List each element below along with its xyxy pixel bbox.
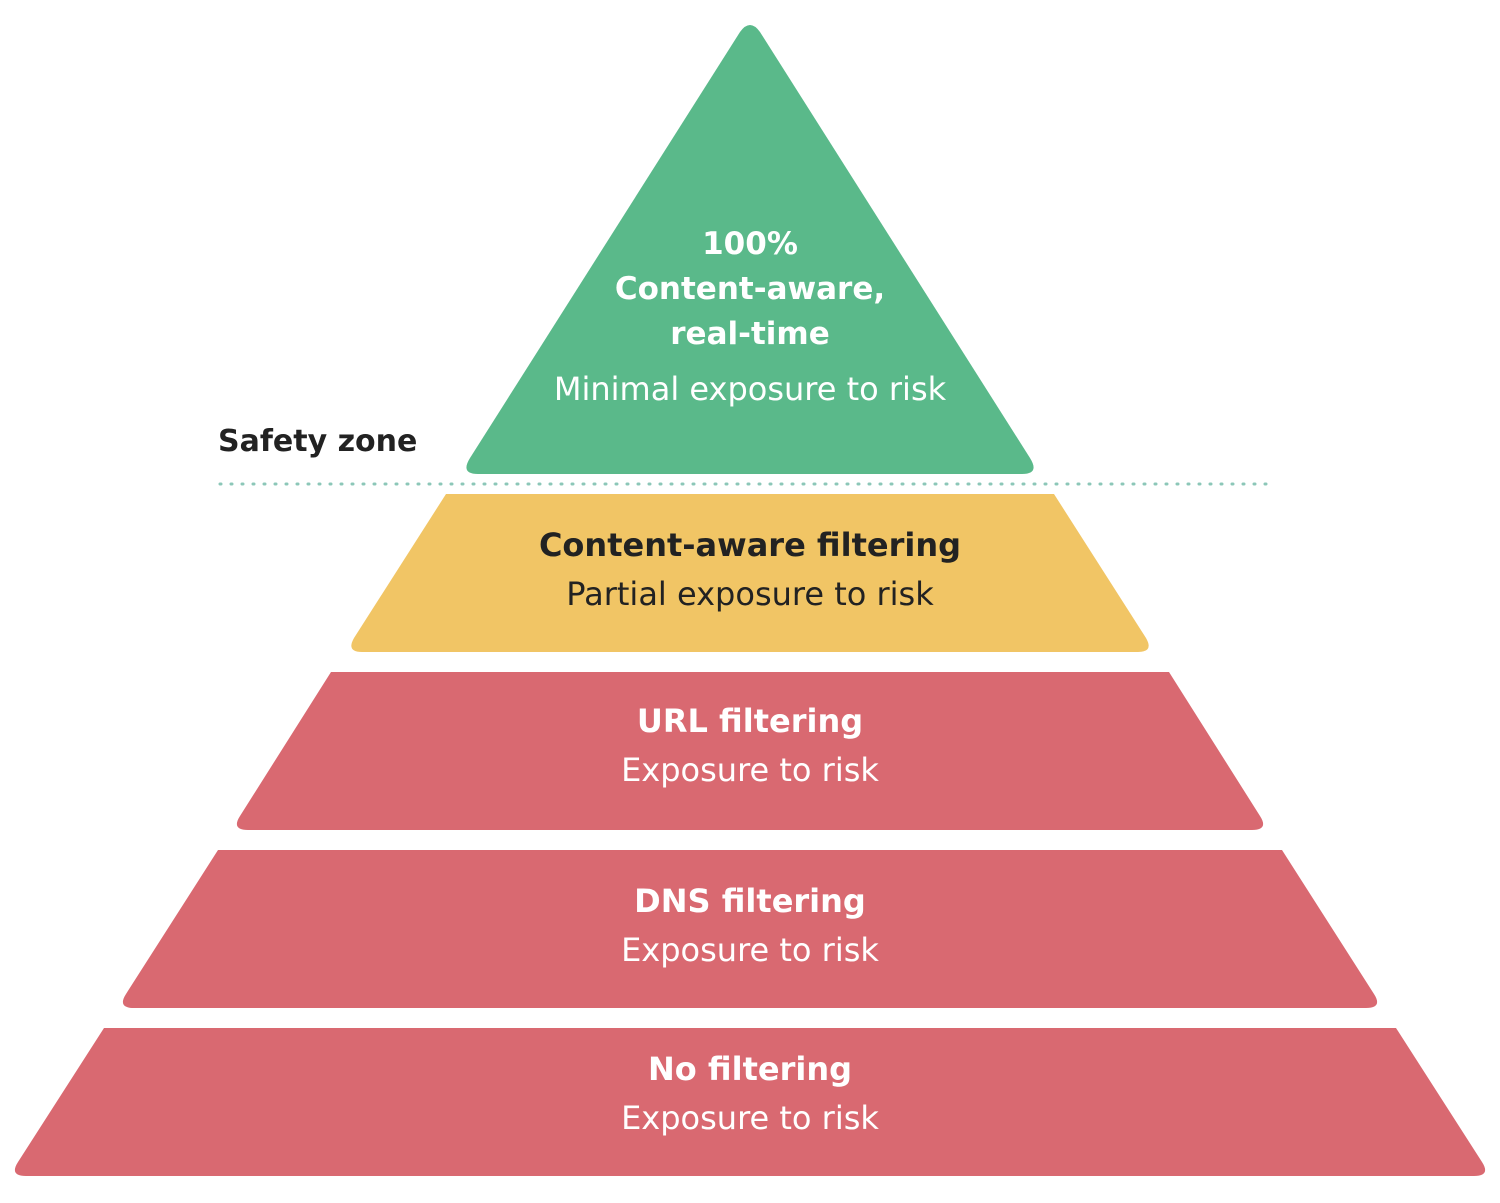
tier-description: Minimal exposure to risk bbox=[553, 370, 947, 408]
tier-shape-dns-filtering bbox=[122, 850, 1378, 1008]
tier-description: Exposure to risk bbox=[621, 931, 879, 969]
safety-zone-label: Safety zone bbox=[218, 424, 418, 459]
tier-content-aware-realtime: 100% Content-aware, real-time Minimal ex… bbox=[450, 222, 1050, 415]
tier-url-filtering: URL filtering Exposure to risk bbox=[450, 698, 1050, 796]
tier-dns-filtering: DNS filtering Exposure to risk bbox=[450, 878, 1050, 976]
tier-description: Exposure to risk bbox=[621, 751, 879, 789]
tier-title: Content-aware filtering bbox=[538, 526, 962, 564]
tier-description: Partial exposure to risk bbox=[566, 575, 934, 613]
tier-content-aware-filtering: Content-aware filtering Partial exposure… bbox=[450, 522, 1050, 620]
tier-shape-content-aware-realtime bbox=[466, 25, 1034, 474]
tier-title: 100% Content-aware, real-time bbox=[614, 226, 886, 352]
tier-shape-url-filtering bbox=[236, 672, 1264, 830]
tier-no-filtering: No filtering Exposure to risk bbox=[450, 1046, 1050, 1144]
tier-shape-content-aware-filtering bbox=[351, 494, 1149, 652]
tier-title: No filtering bbox=[647, 1050, 853, 1088]
tier-description: Exposure to risk bbox=[621, 1099, 879, 1137]
tier-title: DNS filtering bbox=[634, 882, 866, 920]
tier-shape-no-filtering bbox=[14, 1028, 1486, 1176]
tier-title: URL filtering bbox=[636, 702, 864, 740]
